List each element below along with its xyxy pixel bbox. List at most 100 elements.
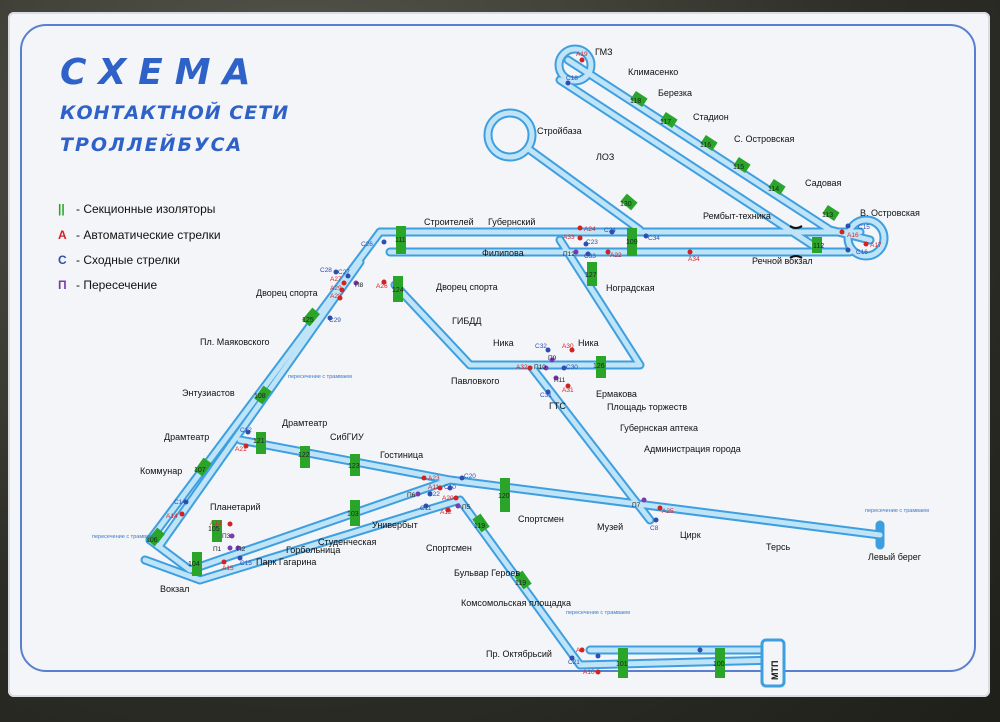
- svg-text:А19: А19: [576, 51, 588, 58]
- insulator-mark: 120: [498, 478, 510, 512]
- svg-text:А32: А32: [516, 364, 528, 371]
- svg-text:109: 109: [626, 239, 638, 246]
- merge-switch-dot: [565, 80, 571, 86]
- tram-crossing-note: пересечение с трамваем: [566, 610, 630, 616]
- svg-text:С10: С10: [444, 484, 456, 491]
- merge-switch-dot: [345, 273, 351, 279]
- insulator-mark: 108: [254, 385, 272, 405]
- stop-label: Драмтеатр: [164, 432, 209, 442]
- insulator-mark: 115: [733, 156, 751, 174]
- svg-text:П9: П9: [548, 355, 557, 362]
- crossing-dot: [353, 280, 359, 286]
- insulator-mark: 119: [472, 513, 490, 533]
- merge-switch-dot: [245, 429, 251, 435]
- svg-text:П3: П3: [222, 533, 231, 540]
- svg-text:С18: С18: [566, 75, 578, 82]
- svg-text:А24: А24: [584, 226, 596, 233]
- svg-text:С30: С30: [566, 364, 578, 371]
- svg-text:С15: С15: [858, 224, 870, 231]
- tram-crossing-note: пересечение с трамваем: [865, 508, 929, 514]
- merge-switch-dot: [381, 239, 387, 245]
- auto-switch-dot: [437, 485, 443, 491]
- svg-text:С28: С28: [320, 267, 332, 274]
- stop-label: Гостиница: [380, 450, 423, 460]
- svg-text:А33: А33: [563, 234, 575, 241]
- auto-switch-dot: [221, 559, 227, 565]
- svg-text:С8: С8: [650, 525, 659, 532]
- auto-switch-dot: [577, 225, 583, 231]
- auto-switch-dot: [595, 669, 601, 675]
- auto-switch-dot: [565, 383, 571, 389]
- auto-switch-dot: [579, 647, 585, 653]
- crossing-dot: [229, 533, 235, 539]
- svg-text:С32: С32: [535, 343, 547, 350]
- crossing-dot: [641, 497, 647, 503]
- stop-label: Стадион: [693, 112, 729, 122]
- svg-text:П2: П2: [237, 546, 246, 553]
- insulator-mark: 106: [146, 527, 165, 547]
- stop-label: Площадь торжеств: [607, 402, 687, 412]
- insulator-mark: 127: [585, 262, 597, 286]
- merge-switch-dot: [427, 491, 433, 497]
- legend-auto-switch: А- Автоматические стрелки: [58, 228, 221, 242]
- map-frame: [20, 24, 976, 672]
- insulator-mark: 117: [660, 111, 678, 129]
- crossing-dot: [235, 545, 241, 551]
- svg-text:111: 111: [395, 237, 406, 244]
- insulator-mark: 119: [514, 570, 532, 590]
- stop-label: Комсомольская площадка: [461, 598, 571, 608]
- insulator-mark: 107: [194, 457, 212, 477]
- merge-switch-dot: [845, 247, 851, 253]
- stop-label: Речной вокзал: [752, 256, 813, 266]
- merge-switch-dot: [333, 269, 339, 275]
- merge-switch-icon: С: [58, 253, 67, 267]
- stop-label: Стройбаза: [537, 126, 582, 136]
- stop-label: Музей: [597, 522, 623, 532]
- stop-labels: ГМЗ Климасенко Березка Стадион С. Остров…: [140, 47, 922, 659]
- svg-text:А29: А29: [330, 285, 342, 292]
- merge-switch-dot: [423, 503, 429, 509]
- insulator-mark: 100: [713, 648, 725, 678]
- svg-text:С33: С33: [584, 253, 596, 260]
- svg-text:П5: П5: [462, 504, 471, 511]
- insulator-mark: 122: [298, 446, 310, 468]
- svg-text:106: 106: [146, 537, 158, 544]
- title-line-3: ТРОЛЛЕЙБУСА: [60, 134, 244, 156]
- insulator-mark: 126: [593, 356, 606, 378]
- auto-switch-dot: [863, 241, 869, 247]
- stop-label: Ноградская: [606, 283, 655, 293]
- insulator-mark: 116: [700, 134, 718, 152]
- auto-switch-dot: [839, 229, 845, 235]
- svg-text:127: 127: [585, 272, 597, 279]
- stop-label: СибГИУ: [330, 432, 364, 442]
- svg-text:С11: С11: [420, 505, 432, 512]
- svg-text:А31: А31: [562, 387, 574, 394]
- insulator-mark: 130: [620, 193, 638, 211]
- auto-switch-dot: [453, 495, 459, 501]
- depot-label: МТП: [770, 661, 780, 680]
- stop-label: Дворец спорта: [436, 282, 498, 292]
- crossing-dot: [543, 365, 549, 371]
- stop-label: С. Островская: [734, 134, 794, 144]
- tram-crossing-note: пересечение с трамваем: [92, 534, 156, 540]
- stop-label: ГИБДД: [452, 316, 481, 326]
- crossing-dot: [415, 491, 421, 497]
- insulator-mark: 109: [626, 228, 638, 256]
- crossing-dot: [553, 375, 559, 381]
- svg-text:С20: С20: [464, 473, 476, 480]
- stop-label: Губернский: [488, 217, 535, 227]
- stop-label: Садовая: [805, 178, 842, 188]
- auto-switch-dot: [445, 507, 451, 513]
- svg-text:123: 123: [348, 463, 360, 470]
- svg-text:125: 125: [302, 317, 314, 324]
- svg-text:П8: П8: [355, 282, 364, 289]
- insulator-mark: 111: [395, 226, 406, 254]
- svg-text:С16: С16: [856, 249, 868, 256]
- merge-switch-dot: [845, 223, 851, 229]
- svg-text:107: 107: [194, 467, 206, 474]
- title-line-2: КОНТАКТНОЙ СЕТИ: [60, 102, 290, 124]
- svg-text:А11: А11: [428, 484, 439, 491]
- insulator-mark: 125: [302, 307, 320, 327]
- insulator-mark: 118: [630, 90, 648, 108]
- merge-switch-dot: [545, 347, 551, 353]
